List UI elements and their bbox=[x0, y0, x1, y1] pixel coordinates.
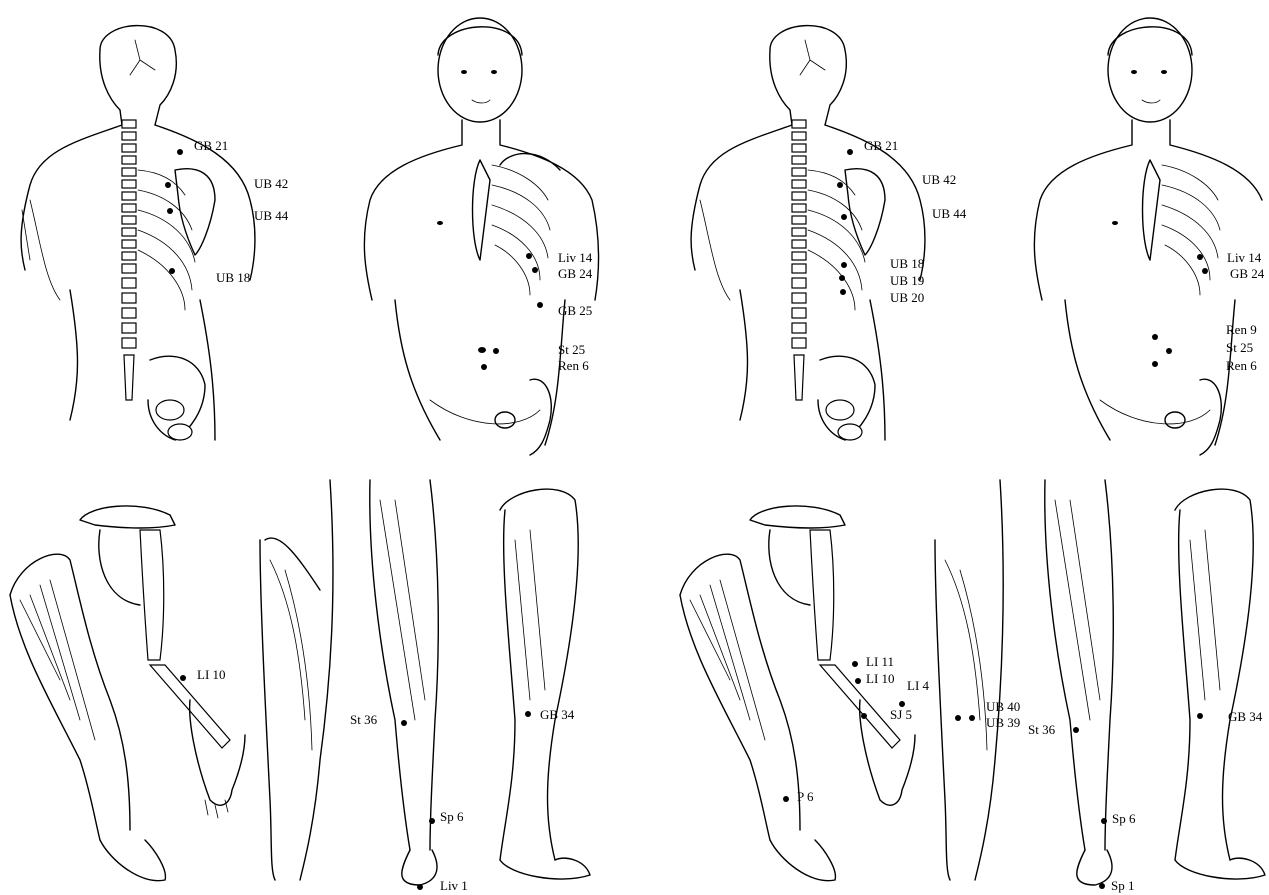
label-st25: St 25 bbox=[1226, 340, 1253, 355]
label-gb24: GB 24 bbox=[1230, 266, 1265, 281]
point-dot bbox=[532, 267, 538, 273]
label-sj5: SJ 5 bbox=[890, 707, 912, 722]
label-liv14: Liv 14 bbox=[558, 250, 593, 265]
point-dot bbox=[525, 711, 531, 717]
label-li4: LI 4 bbox=[907, 678, 930, 693]
label-gb34: GB 34 bbox=[1228, 709, 1263, 724]
point-dot bbox=[847, 149, 853, 155]
point-dot bbox=[1166, 348, 1172, 354]
front-torso-left bbox=[364, 18, 598, 455]
point-dot bbox=[841, 262, 847, 268]
label-gb21: GB 21 bbox=[194, 138, 228, 153]
point-dot bbox=[537, 302, 543, 308]
point-dot bbox=[167, 208, 173, 214]
point-dot bbox=[481, 364, 487, 370]
label-li11: LI 11 bbox=[866, 654, 894, 669]
label-gb25: GB 25 bbox=[558, 303, 592, 318]
label-ub18: UB 18 bbox=[216, 270, 250, 285]
arm-left bbox=[10, 506, 245, 881]
legs-right bbox=[935, 480, 1265, 885]
label-sp6: Sp 6 bbox=[1112, 811, 1136, 826]
legs-left bbox=[260, 480, 590, 885]
point-dot bbox=[1101, 818, 1107, 824]
point-dot bbox=[837, 182, 843, 188]
label-gb34: GB 34 bbox=[540, 707, 575, 722]
point-dot bbox=[169, 268, 175, 274]
label-sp6: Sp 6 bbox=[440, 809, 464, 824]
spine-left bbox=[122, 120, 136, 400]
label-ren6: Ren 6 bbox=[558, 358, 589, 373]
label-liv1: Liv 1 bbox=[440, 878, 468, 893]
point-dot bbox=[969, 715, 975, 721]
point-dot bbox=[783, 796, 789, 802]
point-dot bbox=[165, 182, 171, 188]
point-markers bbox=[165, 149, 1208, 890]
point-dot bbox=[841, 214, 847, 220]
label-ub42: UB 42 bbox=[922, 172, 956, 187]
point-dot bbox=[955, 715, 961, 721]
point-dot bbox=[1073, 727, 1079, 733]
label-ren6: Ren 6 bbox=[1226, 358, 1257, 373]
point-dot bbox=[1099, 883, 1105, 889]
label-gb24: GB 24 bbox=[558, 266, 593, 281]
point-dot bbox=[180, 675, 186, 681]
spine-right bbox=[792, 120, 806, 400]
point-dot bbox=[526, 253, 532, 259]
point-dot bbox=[177, 149, 183, 155]
label-p6: P 6 bbox=[797, 789, 814, 804]
label-sp1: Sp 1 bbox=[1111, 878, 1134, 893]
point-dot bbox=[1197, 713, 1203, 719]
label-ub42: UB 42 bbox=[254, 176, 288, 191]
point-dot bbox=[401, 720, 407, 726]
label-st36: St 36 bbox=[350, 712, 378, 727]
front-torso-right bbox=[1034, 18, 1262, 455]
label-ub19: UB 19 bbox=[890, 273, 924, 288]
label-ub18: UB 18 bbox=[890, 256, 924, 271]
point-dot bbox=[840, 289, 846, 295]
point-dot bbox=[1197, 254, 1203, 260]
point-dot bbox=[855, 678, 861, 684]
label-liv14: Liv 14 bbox=[1227, 250, 1262, 265]
label-li10: LI 10 bbox=[866, 671, 895, 686]
point-dot bbox=[1152, 334, 1158, 340]
back-torso-right bbox=[691, 26, 925, 440]
label-st25: St 25 bbox=[558, 342, 585, 357]
point-dot bbox=[1202, 268, 1208, 274]
label-li10: LI 10 bbox=[197, 667, 226, 682]
label-ub20: UB 20 bbox=[890, 290, 924, 305]
point-dot bbox=[493, 348, 499, 354]
point-dot bbox=[861, 713, 867, 719]
point-dot bbox=[417, 884, 423, 890]
back-torso-left bbox=[21, 26, 255, 440]
label-ub44: UB 44 bbox=[932, 206, 967, 221]
point-dot bbox=[1152, 361, 1158, 367]
label-ub44: UB 44 bbox=[254, 208, 289, 223]
arm-right bbox=[680, 506, 915, 881]
label-ub40: UB 40 bbox=[986, 699, 1020, 714]
label-ub39: UB 39 bbox=[986, 715, 1020, 730]
point-dot bbox=[429, 818, 435, 824]
point-dot bbox=[839, 275, 845, 281]
label-ren9: Ren 9 bbox=[1226, 322, 1257, 337]
label-st36: St 36 bbox=[1028, 722, 1056, 737]
label-gb21: GB 21 bbox=[864, 138, 898, 153]
point-dot bbox=[852, 661, 858, 667]
